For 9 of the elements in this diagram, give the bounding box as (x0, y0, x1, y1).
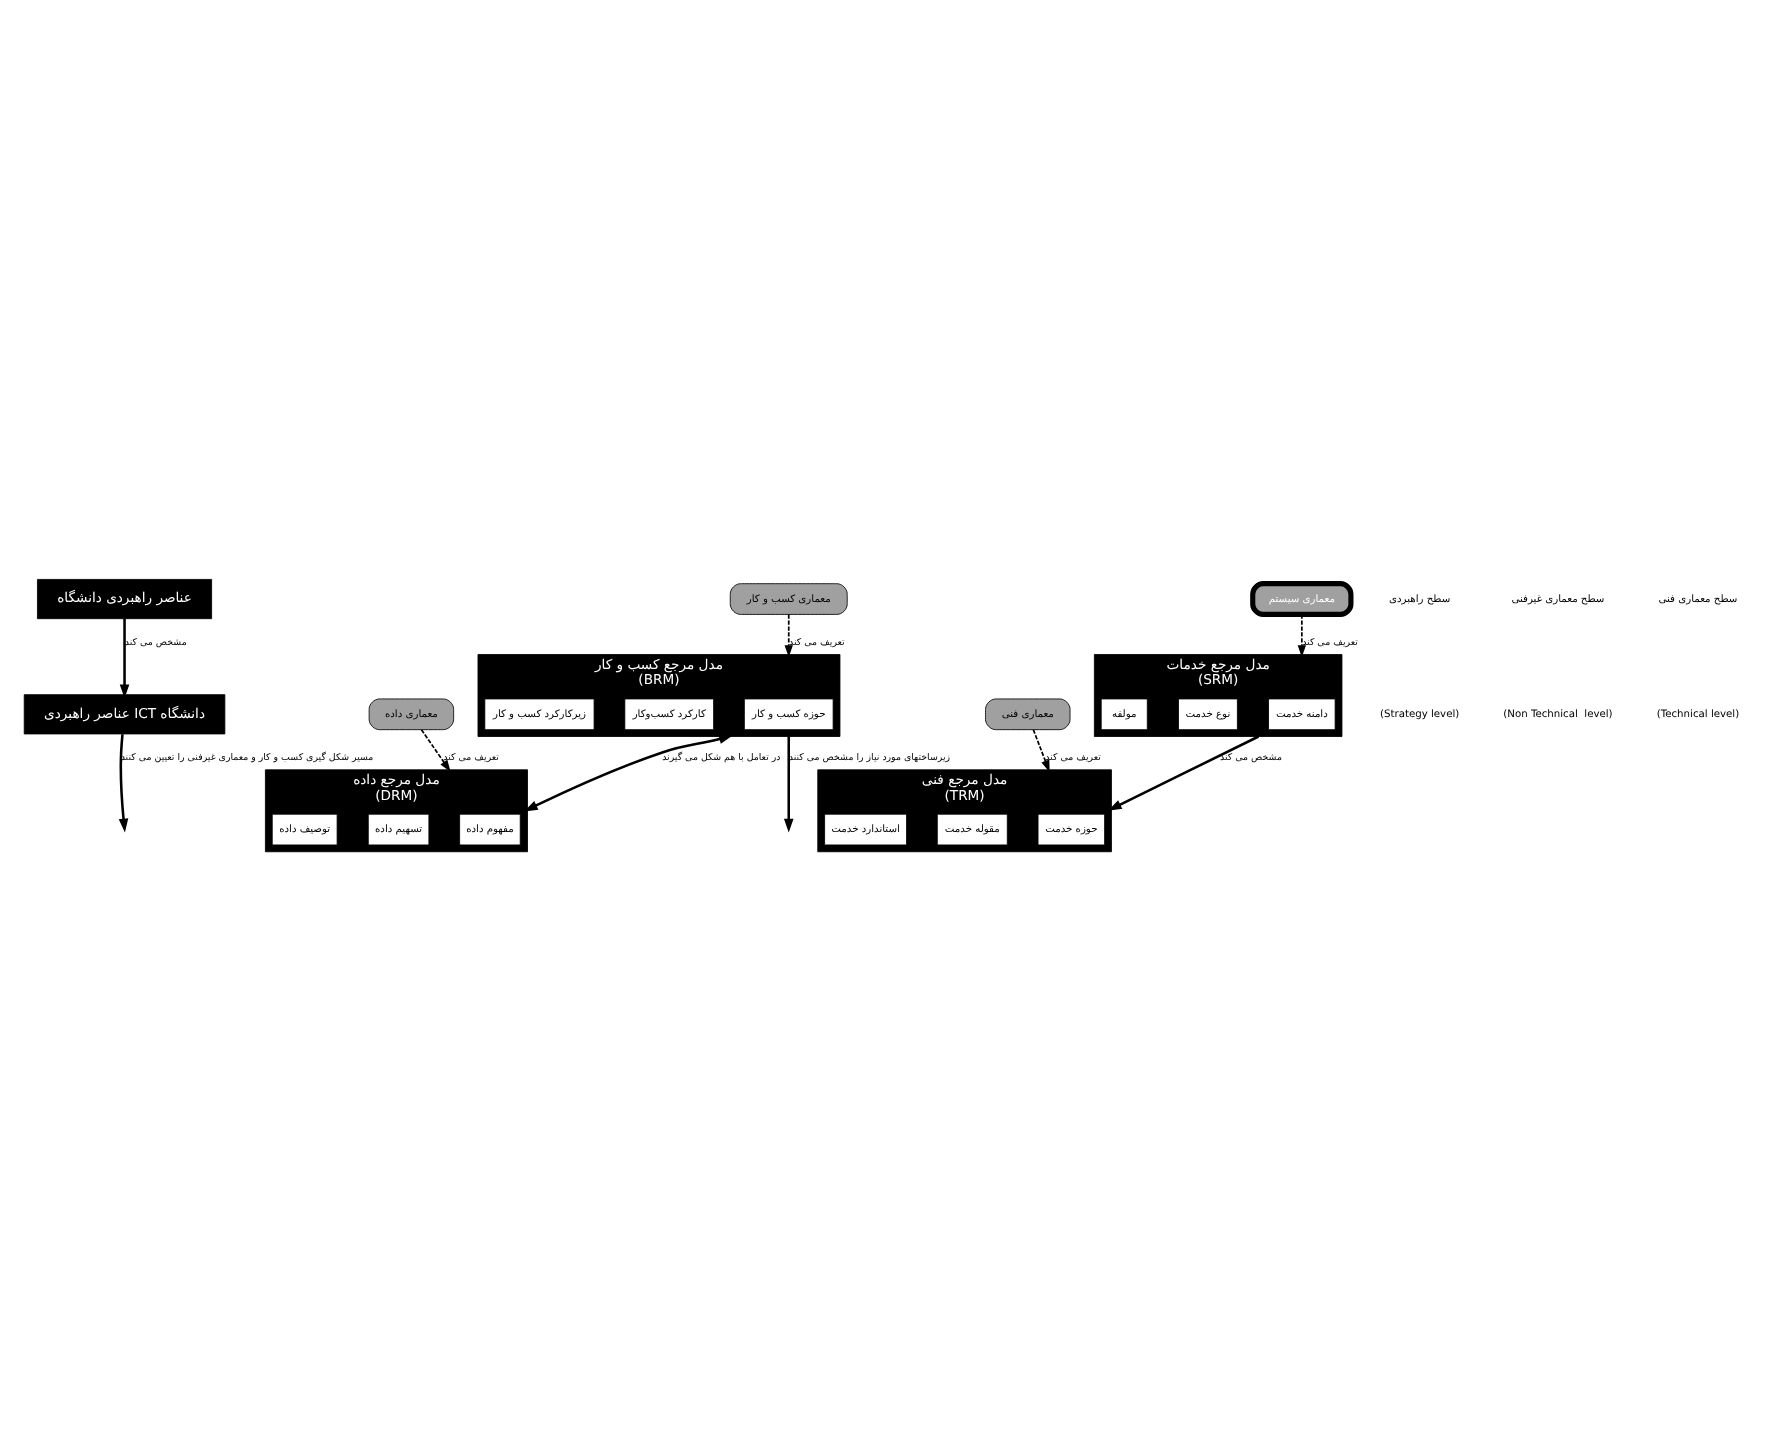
arrow (420, 727, 451, 771)
arrow (1297, 612, 1307, 657)
arrow (524, 733, 733, 811)
arrow (118, 733, 129, 832)
arrow (119, 617, 130, 698)
arrow (1107, 734, 1260, 810)
arrow (1032, 727, 1050, 772)
arrow (784, 612, 793, 657)
arrow (783, 735, 794, 832)
